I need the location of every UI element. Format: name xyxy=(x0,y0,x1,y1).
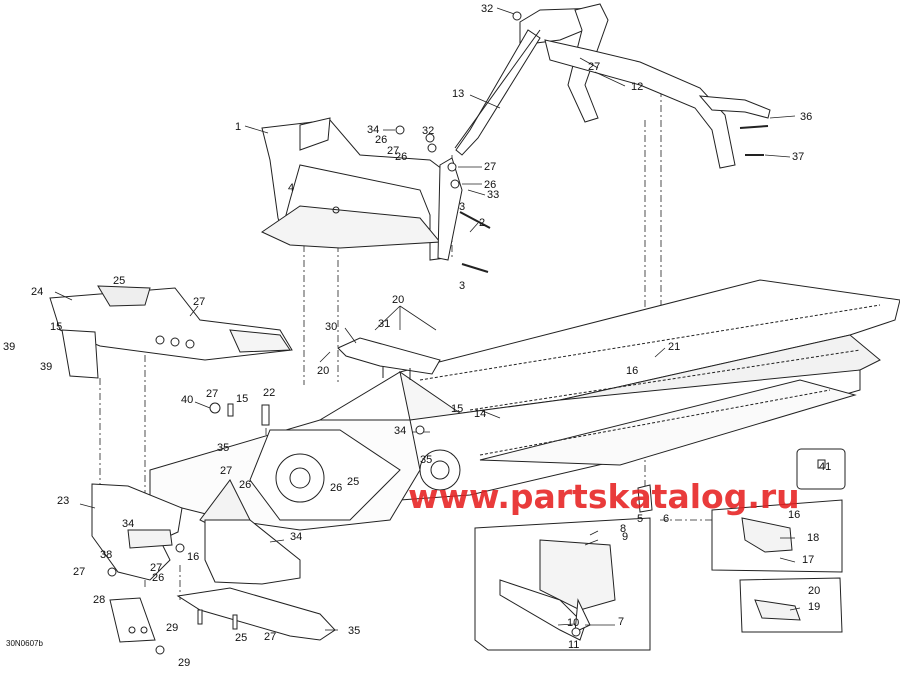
callout-33: 33 xyxy=(487,189,499,201)
callout-34: 34 xyxy=(394,425,406,437)
callout-9: 9 xyxy=(622,531,628,543)
callout-20: 20 xyxy=(392,294,404,306)
callout-26: 26 xyxy=(484,179,496,191)
callout-10: 10 xyxy=(567,617,579,629)
callout-4: 4 xyxy=(288,182,294,194)
callout-35: 35 xyxy=(348,625,360,637)
side-panel xyxy=(91,483,301,585)
callout-34: 34 xyxy=(290,531,302,543)
callout-3: 3 xyxy=(459,201,465,213)
callout-27: 27 xyxy=(73,566,85,578)
callout-38: 38 xyxy=(100,549,112,561)
left-crossmember xyxy=(49,285,293,379)
callout-26: 26 xyxy=(330,482,342,494)
callout-5: 5 xyxy=(637,513,643,525)
callout-29: 29 xyxy=(166,622,178,634)
callout-19: 19 xyxy=(808,601,820,613)
callout-14: 14 xyxy=(474,408,486,420)
footrest-detail-box xyxy=(474,484,653,651)
callout-28: 28 xyxy=(93,594,105,606)
callout-27: 27 xyxy=(220,465,232,477)
callout-27: 27 xyxy=(588,61,600,73)
drawing-code: 30N0607b xyxy=(6,639,43,648)
callout-26: 26 xyxy=(375,134,387,146)
callout-15: 15 xyxy=(451,403,463,415)
callout-21: 21 xyxy=(668,341,680,353)
callout-27: 27 xyxy=(150,562,162,574)
callout-34: 34 xyxy=(122,518,134,530)
callout-32: 32 xyxy=(422,125,434,137)
detail-box-19-20 xyxy=(739,577,843,633)
callout-29: 29 xyxy=(178,657,190,668)
lower-rail xyxy=(109,587,336,643)
callout-11: 11 xyxy=(568,639,579,651)
callout-1: 1 xyxy=(235,121,241,133)
tunnel-chassis xyxy=(149,279,900,531)
callout-17: 17 xyxy=(802,554,814,566)
callout-24: 24 xyxy=(31,286,43,298)
callout-26: 26 xyxy=(239,479,251,491)
callout-32: 32 xyxy=(481,3,493,15)
callout-15: 15 xyxy=(50,321,62,333)
callout-27: 27 xyxy=(193,296,205,308)
detail-box-41 xyxy=(796,448,846,490)
callout-13: 13 xyxy=(452,88,464,100)
callout-31: 31 xyxy=(378,318,390,330)
callout-34: 34 xyxy=(367,124,379,136)
callout-16: 16 xyxy=(626,365,638,377)
callout-16: 16 xyxy=(187,551,199,563)
callout-7: 7 xyxy=(618,616,624,628)
callout-39: 39 xyxy=(3,341,15,353)
callout-26: 26 xyxy=(395,151,407,163)
callout-15: 15 xyxy=(236,393,248,405)
callout-20: 20 xyxy=(808,585,820,597)
callout-8: 8 xyxy=(620,523,626,535)
callout-30: 30 xyxy=(325,321,337,333)
callout-39: 39 xyxy=(40,361,52,373)
callout-35: 35 xyxy=(217,442,229,454)
callout-27: 27 xyxy=(264,631,276,643)
callout-16: 16 xyxy=(788,509,800,521)
detail-box-16-17-18 xyxy=(711,499,843,573)
callout-25: 25 xyxy=(113,275,125,287)
callout-27: 27 xyxy=(484,161,496,173)
callout-27: 27 xyxy=(387,145,399,157)
callout-40: 40 xyxy=(181,394,193,406)
callout-20: 20 xyxy=(317,365,329,377)
callout-27: 27 xyxy=(206,388,218,400)
callout-26: 26 xyxy=(152,572,164,584)
center-bracket xyxy=(337,337,441,380)
callout-25: 25 xyxy=(347,476,359,488)
callout-35: 35 xyxy=(420,454,432,466)
callout-6: 6 xyxy=(663,513,669,525)
callout-25: 25 xyxy=(235,632,247,644)
callout-37: 37 xyxy=(792,151,804,163)
callout-2: 2 xyxy=(479,217,485,229)
callout-23: 23 xyxy=(57,495,69,507)
fasteners xyxy=(107,11,769,655)
callout-36: 36 xyxy=(800,111,812,123)
callout-12: 12 xyxy=(631,81,643,93)
callout-18: 18 xyxy=(807,532,819,544)
steering-support xyxy=(454,3,771,169)
callout-41: 41 xyxy=(819,461,831,473)
callout-3: 3 xyxy=(459,280,465,292)
callout-22: 22 xyxy=(263,387,275,399)
watermark: www.partskatalog.ru xyxy=(408,477,800,516)
